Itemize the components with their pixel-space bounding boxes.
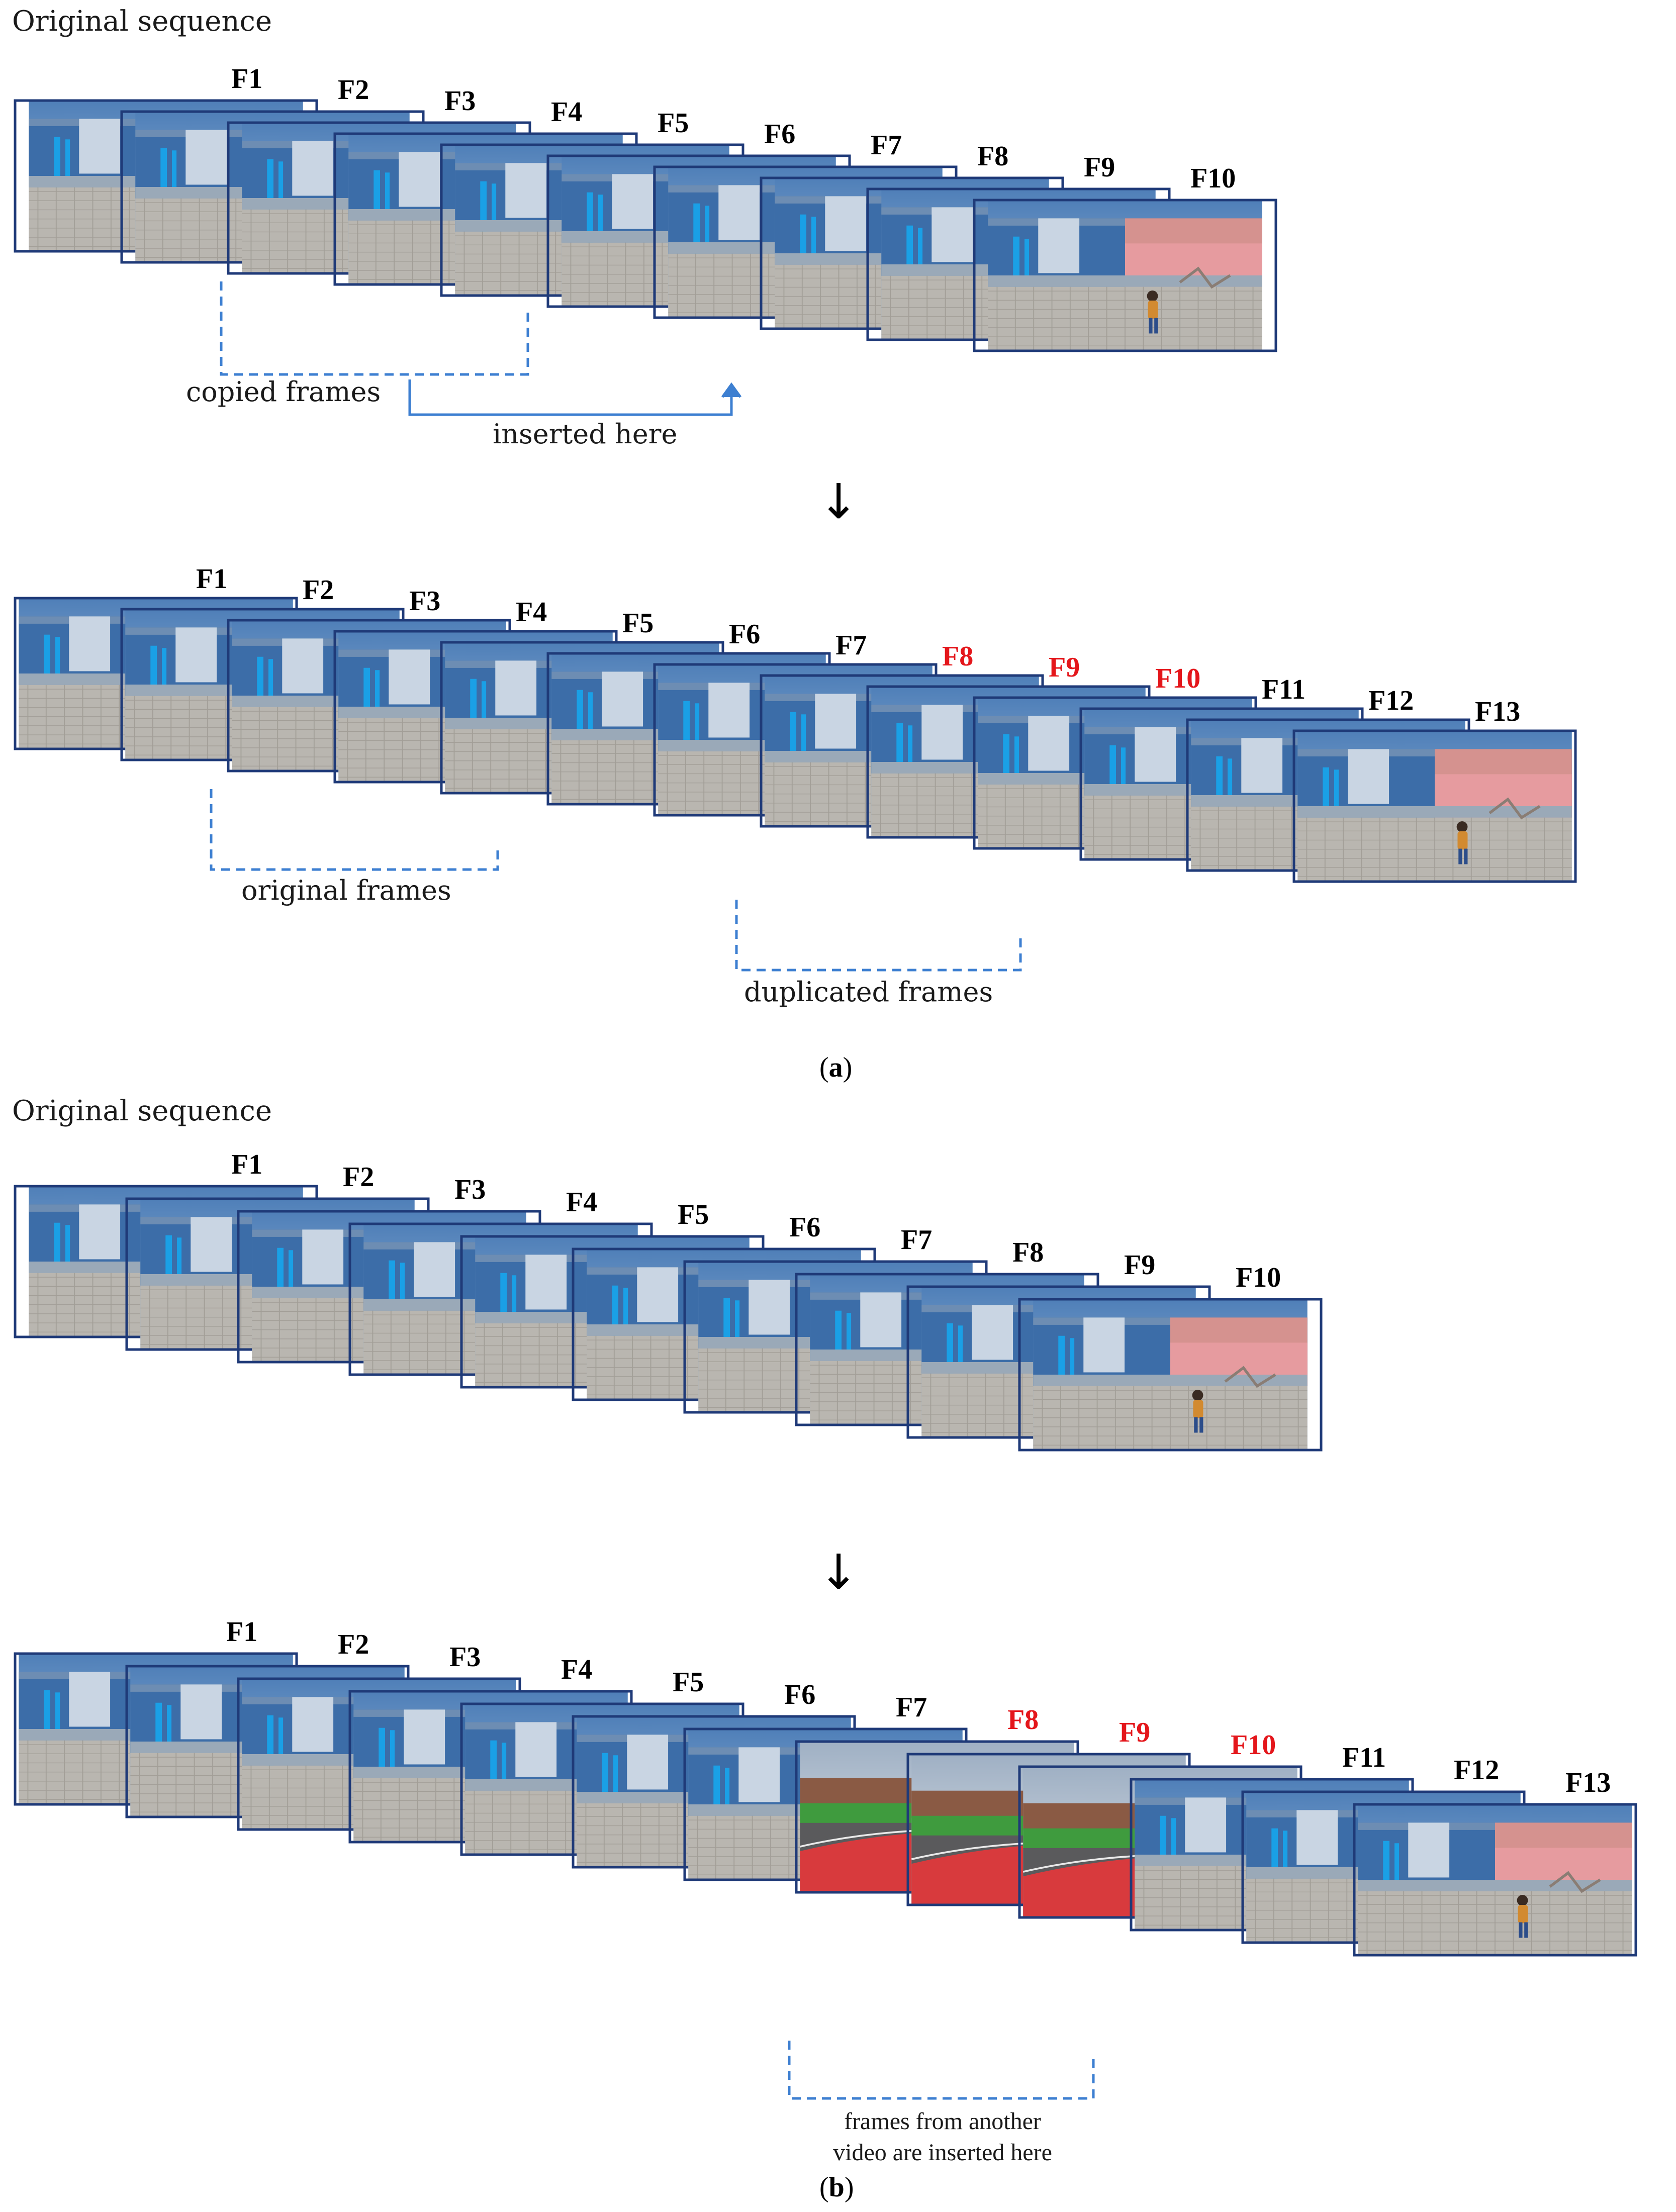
duplicated-frames-label: duplicated frames	[744, 976, 993, 1008]
caption-open: (	[819, 2172, 829, 2203]
video-frame	[1292, 729, 1577, 883]
frame-label: F1	[231, 1149, 263, 1180]
frame-label: F2	[338, 1629, 369, 1660]
frame-label: F3	[449, 1642, 481, 1673]
panel-b-caption: (b)	[819, 2171, 854, 2203]
frame-label: F9	[1119, 1717, 1151, 1748]
original-frames-bracket	[210, 789, 499, 871]
frame-label: F8	[977, 141, 1009, 172]
original-frames-label: original frames	[241, 875, 451, 906]
frame-label: F5	[622, 608, 654, 639]
video-frame	[1018, 1298, 1323, 1452]
frame-label: F3	[409, 586, 441, 617]
video-frame	[973, 199, 1277, 352]
inserted-frames-label-line2: video are inserted here	[833, 2139, 1052, 2166]
frame-label: F1	[226, 1616, 258, 1648]
frame-label: F4	[566, 1187, 598, 1218]
inserted-frames-bracket	[788, 2041, 1095, 2100]
frame-label: F6	[784, 1679, 816, 1710]
frame-label: F9	[1084, 152, 1115, 183]
inserted-here-label: inserted here	[493, 418, 678, 450]
panel-b-header: Original sequence	[12, 1095, 272, 1127]
copied-frames-bracket	[220, 281, 529, 376]
frame-label: F10	[1155, 663, 1201, 694]
caption-letter: a	[828, 1052, 843, 1083]
caption-close: )	[844, 2172, 854, 2203]
frame-label: F3	[444, 85, 476, 117]
frame-label: F8	[942, 641, 974, 672]
forged-sequence-b	[14, 1652, 1637, 1957]
frame-label: F1	[196, 563, 228, 595]
original-sequence-a	[14, 99, 1277, 352]
frame-label: F2	[303, 574, 334, 606]
caption-open: (	[819, 1052, 829, 1083]
frame-label: F3	[454, 1174, 486, 1205]
original-sequence-b	[14, 1185, 1323, 1452]
inserted-frames-label: frames from another video are inserted h…	[777, 2106, 1108, 2168]
frame-label: F6	[789, 1212, 821, 1243]
frame-label: F12	[1368, 685, 1414, 716]
video-frame	[1353, 1803, 1637, 1957]
frame-label: F10	[1231, 1729, 1276, 1761]
frame-label: F11	[1262, 674, 1306, 705]
duplicated-frames-bracket	[735, 900, 1022, 972]
frame-label: F13	[1475, 696, 1521, 727]
frame-label: F7	[901, 1224, 933, 1256]
frame-label: F8	[1007, 1704, 1039, 1736]
frame-label: F5	[678, 1199, 709, 1230]
frame-label: F7	[835, 630, 867, 661]
inserted-here-arrow	[408, 379, 742, 416]
panel-a-header: Original sequence	[12, 5, 272, 38]
inserted-frames-label-line1: frames from another	[844, 2108, 1041, 2135]
frame-label: F5	[673, 1667, 704, 1698]
frame-label: F4	[551, 97, 583, 128]
frame-label: F10	[1236, 1262, 1281, 1293]
frame-label: F9	[1124, 1249, 1156, 1281]
frame-label: F11	[1342, 1742, 1386, 1773]
frame-label: F1	[231, 63, 263, 94]
transform-arrow-a: ↓	[818, 473, 859, 530]
transform-arrow-b: ↓	[818, 1544, 859, 1600]
frame-label: F8	[1012, 1237, 1044, 1268]
caption-close: )	[843, 1052, 853, 1083]
frame-label: F2	[343, 1162, 375, 1193]
panel-a-caption: (a)	[819, 1051, 852, 1084]
copied-frames-label: copied frames	[186, 376, 381, 408]
caption-letter: b	[828, 2172, 845, 2203]
forged-sequence-a	[14, 597, 1577, 883]
frame-label: F4	[516, 597, 547, 628]
frame-label: F7	[896, 1692, 927, 1723]
frame-label: F12	[1454, 1755, 1500, 1786]
frame-label: F6	[764, 119, 796, 150]
frame-label: F13	[1565, 1767, 1611, 1798]
frame-label: F7	[871, 130, 902, 161]
frame-label: F9	[1049, 652, 1080, 683]
frame-label: F5	[658, 108, 689, 139]
frame-label: F6	[729, 619, 761, 650]
frame-label: F4	[561, 1654, 593, 1685]
frame-label: F2	[338, 74, 369, 106]
frame-label: F10	[1190, 163, 1236, 194]
